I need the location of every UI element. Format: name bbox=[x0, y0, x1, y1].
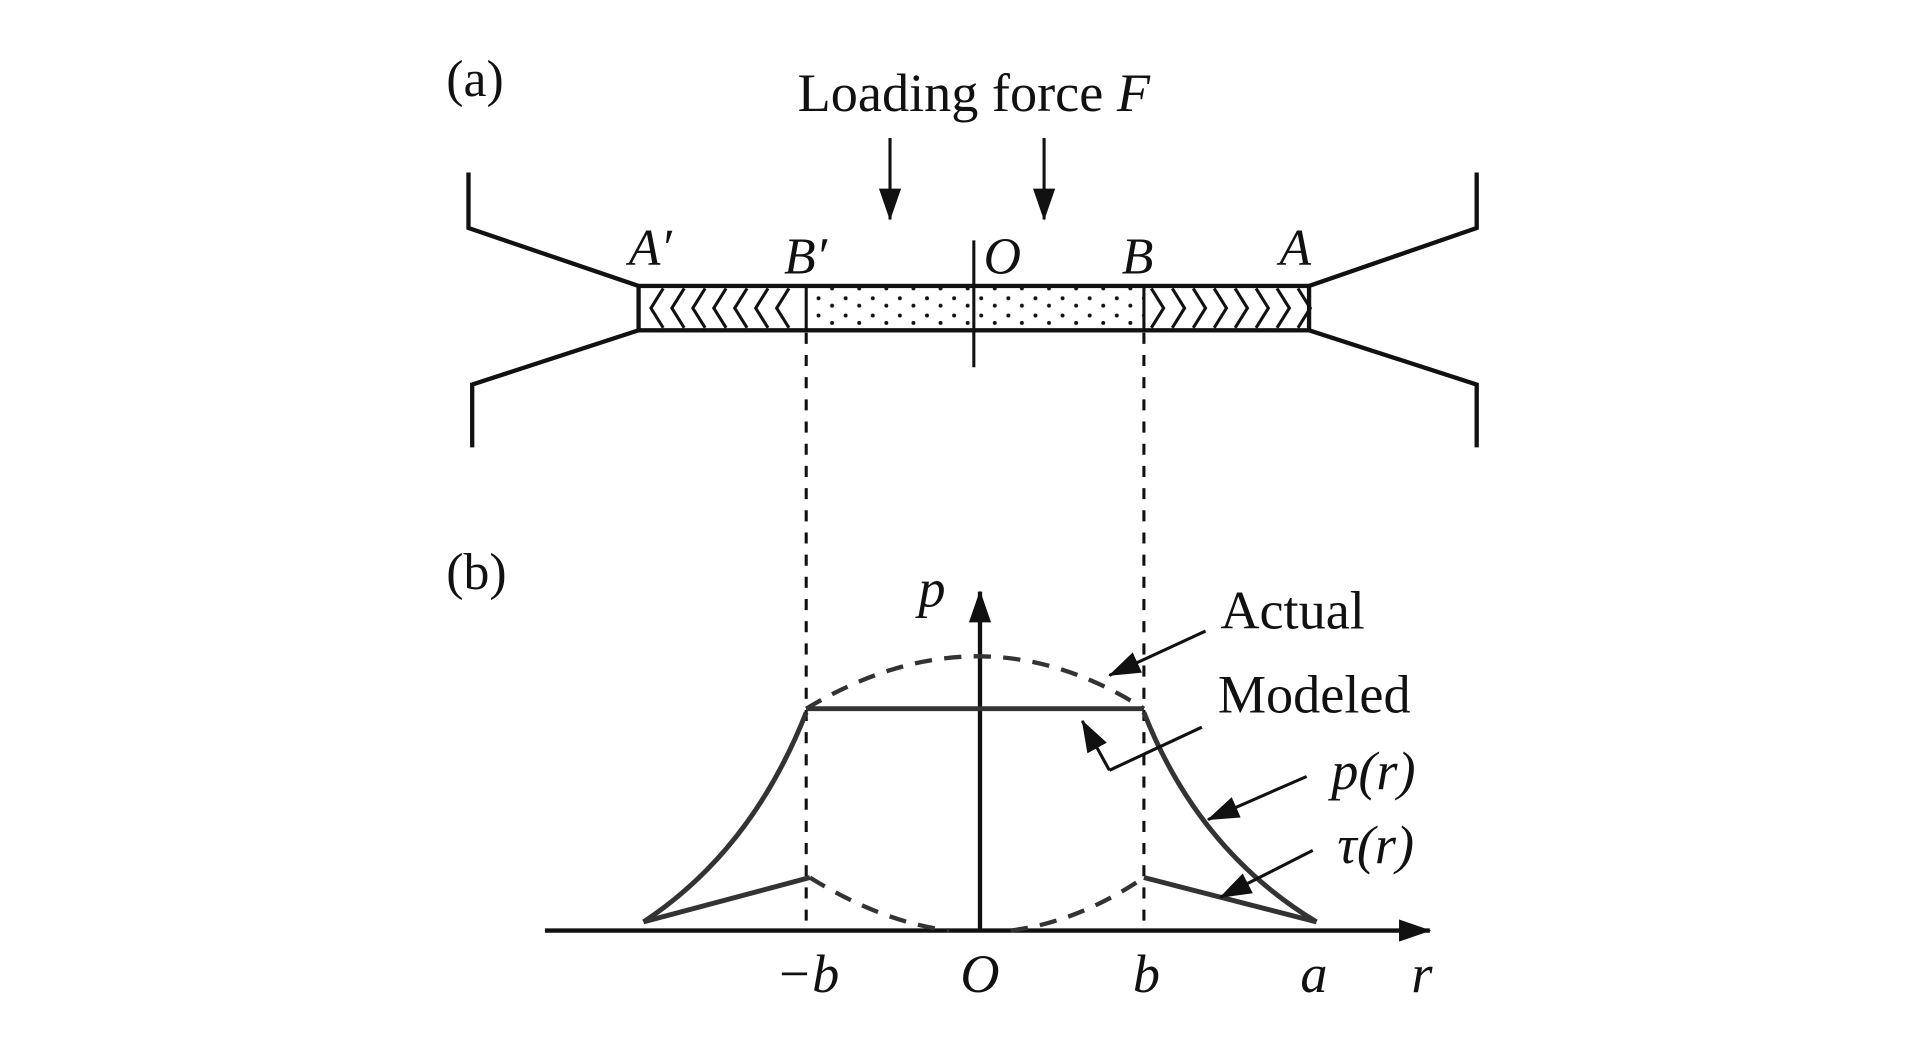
modeled-leader-arrow bbox=[1080, 719, 1111, 772]
p-r-curve-left bbox=[642, 711, 809, 924]
chevron-mark bbox=[1275, 287, 1292, 329]
die-upper-right bbox=[1308, 172, 1479, 288]
loading-force-title: Loading force F bbox=[798, 63, 1151, 123]
chevron-mark bbox=[649, 287, 665, 329]
tau-r-leader-arrow bbox=[1219, 849, 1314, 899]
chevron-mark bbox=[753, 287, 770, 329]
panel-a: (a) Loading force F A′ B′ O B A bbox=[446, 51, 1479, 448]
label-a: A bbox=[1276, 220, 1311, 277]
panel-b-label: (b) bbox=[446, 544, 506, 601]
tau-dashed-left bbox=[808, 875, 950, 933]
label-b: B bbox=[1122, 229, 1154, 286]
chevron-mark bbox=[1233, 287, 1250, 329]
tau-r-label: τ(r) bbox=[1337, 815, 1414, 875]
p-axis-label: p bbox=[914, 558, 945, 618]
chevron-mark bbox=[774, 287, 791, 329]
chevron-mark bbox=[711, 287, 728, 329]
label-b-prime: B′ bbox=[784, 229, 828, 286]
modeled-leader-line bbox=[1108, 725, 1203, 772]
die-lower-right bbox=[1308, 328, 1479, 448]
chevron-mark bbox=[1149, 287, 1166, 329]
tau-dashed-right bbox=[1010, 875, 1146, 933]
p-r-leader-arrow bbox=[1206, 775, 1308, 822]
die-lower-left bbox=[470, 328, 640, 448]
chevron-mark bbox=[1191, 287, 1208, 329]
label-a-prime: A′ bbox=[626, 220, 673, 277]
modeled-label: Modeled bbox=[1218, 664, 1411, 724]
die-upper-left bbox=[466, 172, 640, 288]
actual-leader-arrow bbox=[1108, 629, 1207, 677]
tick-b: b bbox=[1133, 944, 1160, 1004]
r-axis-label: r bbox=[1411, 944, 1433, 1004]
tick-neg-b: −b bbox=[776, 944, 840, 1004]
actual-pressure-curve bbox=[805, 654, 1146, 711]
chevron-mark bbox=[1170, 287, 1187, 329]
panel-a-label: (a) bbox=[446, 51, 503, 108]
chevron-mark bbox=[1212, 287, 1229, 329]
tau-r-curve-right bbox=[1143, 875, 1318, 925]
tau-r-curve-left bbox=[642, 875, 811, 925]
chevrons-right bbox=[1149, 287, 1313, 329]
chevron-mark bbox=[1254, 287, 1271, 329]
panel-b: (b) p r Actual Modeled p(r) τ(r) −b O b … bbox=[446, 544, 1433, 1004]
chevron-mark bbox=[690, 287, 707, 329]
tick-o: O bbox=[960, 944, 999, 1004]
label-o-top: O bbox=[984, 229, 1021, 286]
chevron-mark bbox=[732, 287, 749, 329]
chevron-mark bbox=[670, 287, 686, 329]
p-r-label: p(r) bbox=[1327, 741, 1415, 801]
chevrons-left bbox=[649, 287, 791, 329]
actual-label: Actual bbox=[1220, 581, 1365, 641]
tick-a: a bbox=[1300, 944, 1327, 1004]
